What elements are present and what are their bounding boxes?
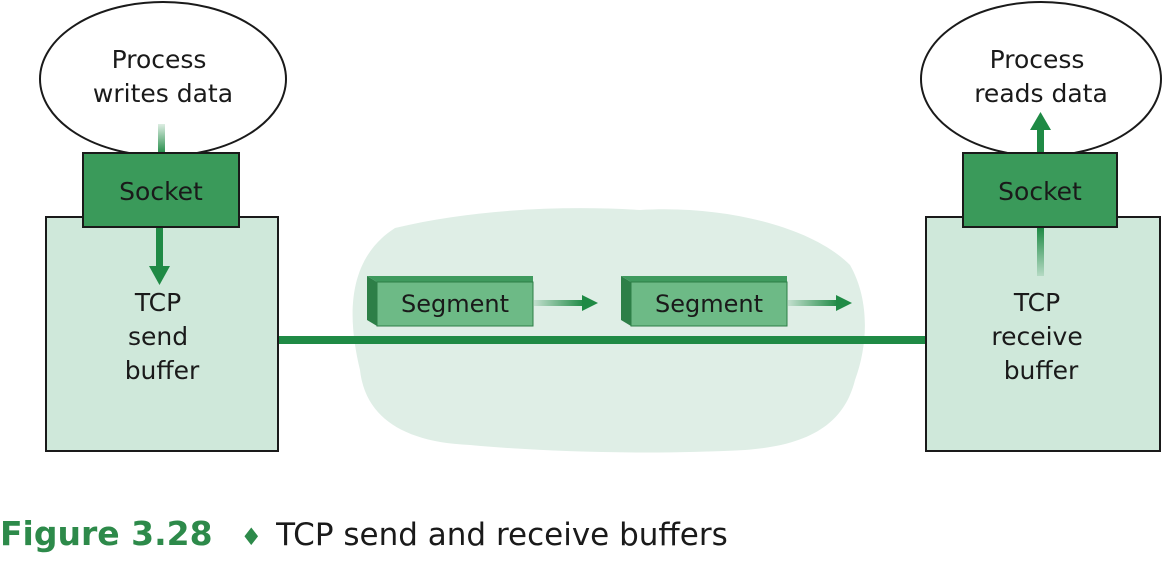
segment-2-arrow-head [836, 295, 852, 311]
segment-1-arrow-shaft [534, 300, 584, 306]
read-arrow-shaft [1037, 128, 1044, 155]
send-buffer-label: TCP send buffer [125, 288, 200, 385]
read-arrow-head [1030, 112, 1051, 130]
process-to-socket-connector [158, 124, 165, 154]
send-arrow-head [149, 266, 170, 285]
diamond-icon: ♦ [240, 523, 263, 551]
figure-number: Figure 3.28 [0, 514, 213, 553]
receiver-socket-label: Socket [998, 177, 1082, 206]
segment-1-label: Segment [401, 290, 509, 318]
segment-2-label: Segment [655, 290, 763, 318]
receiver-socket-box [962, 152, 1118, 228]
receive-buffer-box [925, 216, 1161, 452]
send-arrow-shaft [156, 228, 163, 268]
receiver-process-label: Process reads data [974, 45, 1108, 108]
buffer-to-socket-connector [1037, 228, 1044, 276]
segment-2-arrow-shaft [788, 300, 838, 306]
network-cloud [352, 208, 865, 453]
sender-socket-label: Socket [119, 177, 203, 206]
figure-title: TCP send and receive buffers [276, 517, 728, 553]
network-link-line [278, 336, 926, 344]
sender-process-label: Process writes data [93, 45, 233, 108]
segment-1-arrow-head [582, 295, 598, 311]
segment-2: Segment [621, 276, 852, 327]
figure-caption: Figure 3.28 ♦ TCP send and receive buffers [0, 512, 728, 556]
receive-buffer-label: TCP receive buffer [991, 288, 1090, 385]
segment-1: Segment [367, 276, 598, 327]
sender-socket-box [82, 152, 240, 228]
